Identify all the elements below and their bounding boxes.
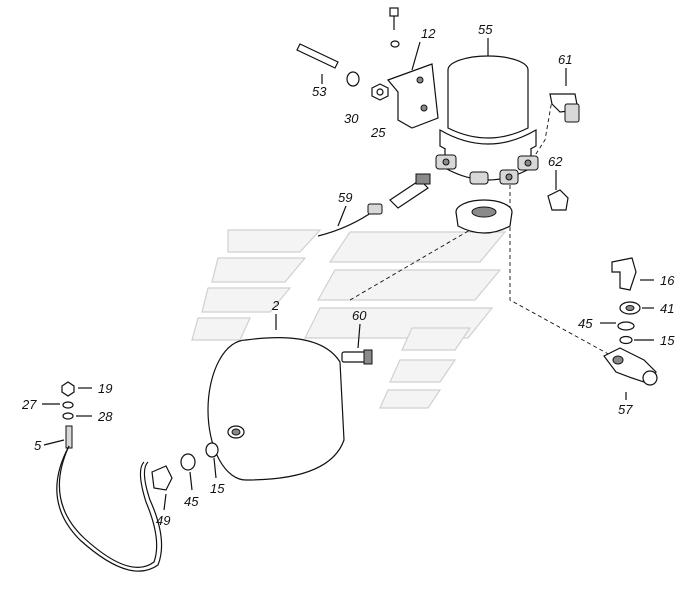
air-dryer-55: [435, 55, 539, 185]
label-41: 41: [660, 301, 674, 316]
nut-41: [619, 301, 641, 315]
label-5: 5: [34, 438, 42, 453]
label-15-bottom: 15: [210, 481, 225, 496]
label-12: 12: [421, 26, 436, 41]
label-62: 62: [548, 154, 563, 169]
label-53: 53: [312, 84, 327, 99]
bracket-12: [386, 63, 439, 129]
label-61: 61: [558, 52, 572, 67]
label-16: 16: [660, 273, 675, 288]
small-parts-left: [61, 381, 75, 420]
fitting-60: [341, 349, 373, 365]
label-45-right: 45: [578, 316, 593, 331]
label-28: 28: [97, 409, 113, 424]
label-59: 59: [338, 190, 352, 205]
watermark: [191, 229, 507, 409]
label-27: 27: [21, 397, 37, 412]
label-25: 25: [370, 125, 386, 140]
hose-5: [56, 425, 163, 572]
fitting-61: [549, 93, 580, 123]
label-45-bottom: 45: [184, 494, 199, 509]
label-57: 57: [618, 402, 633, 417]
part-labels: 53 30 25 12 55 61 62 59 2 60 16 41 45 15…: [21, 22, 675, 528]
elbow-62: [547, 189, 569, 211]
label-60: 60: [352, 308, 367, 323]
label-2: 2: [271, 298, 280, 313]
valve-57: [603, 347, 658, 386]
label-49: 49: [156, 513, 170, 528]
label-55: 55: [478, 22, 493, 37]
receiver-tank-2: [207, 337, 345, 481]
ring-30: [346, 71, 360, 87]
label-15-right: 15: [660, 333, 675, 348]
fitting-49: [151, 465, 173, 491]
sensor-59: [317, 173, 431, 237]
label-30: 30: [344, 111, 359, 126]
pin-53: [296, 43, 339, 69]
elbow-16: [611, 257, 637, 291]
nut-25: [371, 83, 389, 101]
label-19: 19: [98, 381, 112, 396]
filter-cap: [455, 199, 513, 234]
bolt-top: [389, 7, 400, 48]
rings-bottom: [180, 442, 219, 471]
leader-lines: [42, 38, 654, 511]
rings-right: [617, 321, 635, 345]
